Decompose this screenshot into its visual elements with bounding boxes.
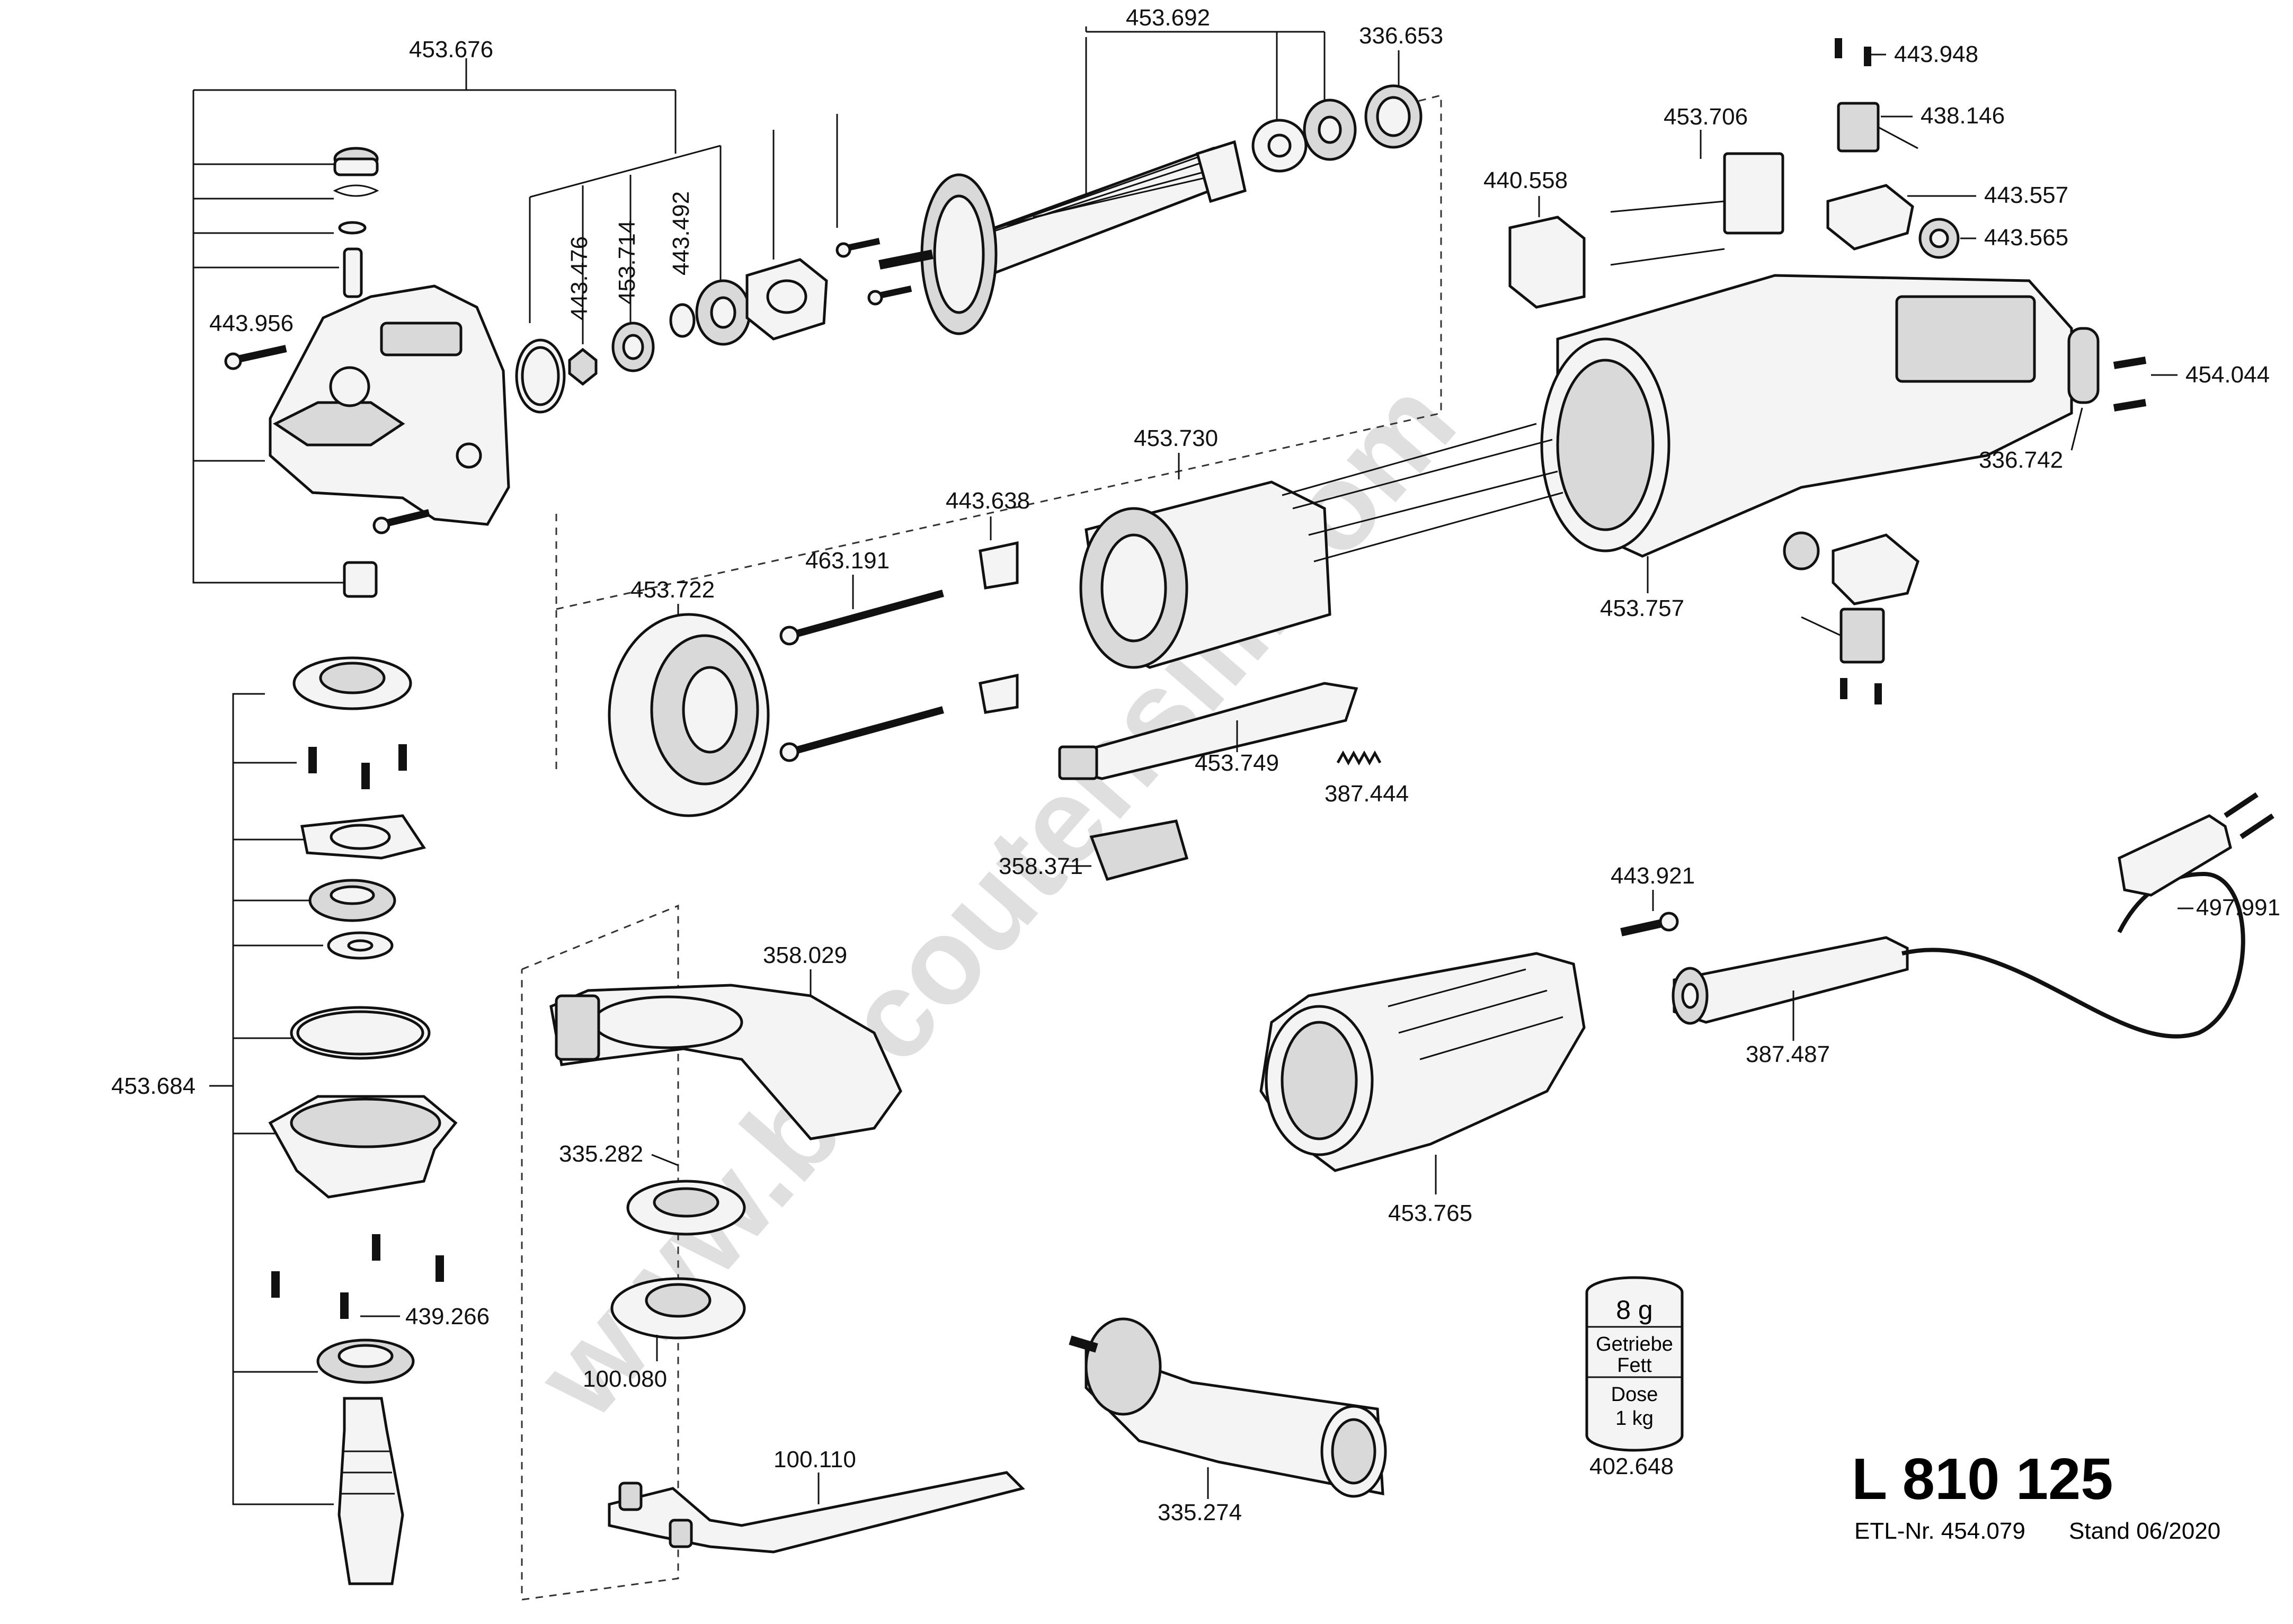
etl-number: ETL-Nr. 454.079 [1854, 1518, 2025, 1544]
label-453730: 453.730 [1134, 425, 1218, 451]
label-443638: 443.638 [946, 488, 1030, 514]
dash-armature-group [556, 94, 1442, 610]
label-453676: 453.676 [409, 37, 493, 63]
label-453706: 453.706 [1664, 104, 1748, 130]
label-443956: 443.956 [209, 310, 294, 336]
label-453749: 453.749 [1195, 750, 1279, 776]
label-453722: 453.722 [630, 577, 715, 603]
grease-line4: 1 kg [1615, 1407, 1654, 1430]
label-439266: 439.266 [405, 1304, 490, 1329]
side-handle: 335.274 [1069, 1317, 1387, 1525]
grease-line2: Fett [1617, 1354, 1652, 1377]
label-443476: 443.476 [566, 236, 592, 320]
label-100080: 100.080 [583, 1366, 667, 1392]
model-number: L 810 125 [1852, 1447, 2113, 1512]
spanner-wrench: 100.110 [608, 1447, 1025, 1554]
label-463191: 463.191 [805, 548, 890, 574]
label-402648: 402.648 [1589, 1453, 1674, 1479]
stator: 453.730 [1079, 423, 1563, 669]
rear-housing: 443.921 453.765 [1259, 863, 1695, 1226]
label-497991: 497.991 [2196, 895, 2280, 921]
label-453684: 453.684 [111, 1073, 195, 1099]
label-336742: 336.742 [1979, 447, 2063, 473]
gear-head-group: 453.676 443.956 [192, 37, 676, 598]
label-387487: 387.487 [1746, 1041, 1830, 1067]
label-454044: 454.044 [2185, 362, 2270, 388]
armature: 453.692 336.653 [878, 5, 1443, 335]
label-443565: 443.565 [1984, 225, 2068, 251]
guard-and-flanges: 358.029 335.282 100.080 [549, 942, 902, 1392]
label-100110: 100.110 [774, 1447, 856, 1473]
label-358029: 358.029 [763, 942, 847, 968]
label-443921: 443.921 [1611, 863, 1695, 889]
brush-parts: 443.948 453.706 438.146 440.558 443.557 … [1483, 38, 2068, 309]
label-335282: 335.282 [559, 1141, 643, 1167]
label-335274: 335.274 [1158, 1500, 1242, 1525]
grease-line3: Dose [1611, 1384, 1658, 1406]
gear-bearing-stack: 453.684 439.266 [111, 656, 490, 1585]
stand-date: Stand 06/2020 [2069, 1518, 2220, 1544]
label-443492: 443.492 [668, 191, 694, 275]
label-438146: 438.146 [1921, 103, 2005, 129]
stator-fasteners: 443.638 463.191 453.722 [608, 488, 1030, 817]
switch-parts: 453.749 387.444 358.371 [999, 682, 1409, 881]
dash-gear-group [521, 904, 679, 1601]
motor-housing: 453.757 454.044 336.742 [1540, 274, 2270, 704]
grease-weight: 8 g [1616, 1295, 1653, 1325]
label-387444: 387.444 [1325, 781, 1409, 807]
label-453757: 453.757 [1600, 595, 1684, 621]
label-453765: 453.765 [1388, 1200, 1472, 1226]
label-443557: 443.557 [1984, 182, 2068, 208]
label-440558: 440.558 [1483, 167, 1568, 193]
grease-line1: Getriebe [1596, 1333, 1673, 1355]
grease-can: 8 g Getriebe Fett Dose 1 kg 402.648 [1585, 1276, 1684, 1479]
label-443948: 443.948 [1894, 41, 1978, 67]
handle-and-cord: 387.487 497.991 [1672, 792, 2280, 1067]
footer: L 810 125 ETL-Nr. 454.079 Stand 06/2020 [1852, 1447, 2220, 1544]
spindle-bearing-row: 443.476 453.714 443.492 [515, 90, 912, 414]
label-453714: 453.714 [614, 220, 640, 305]
label-453692: 453.692 [1126, 5, 1210, 31]
label-336653: 336.653 [1359, 23, 1443, 49]
